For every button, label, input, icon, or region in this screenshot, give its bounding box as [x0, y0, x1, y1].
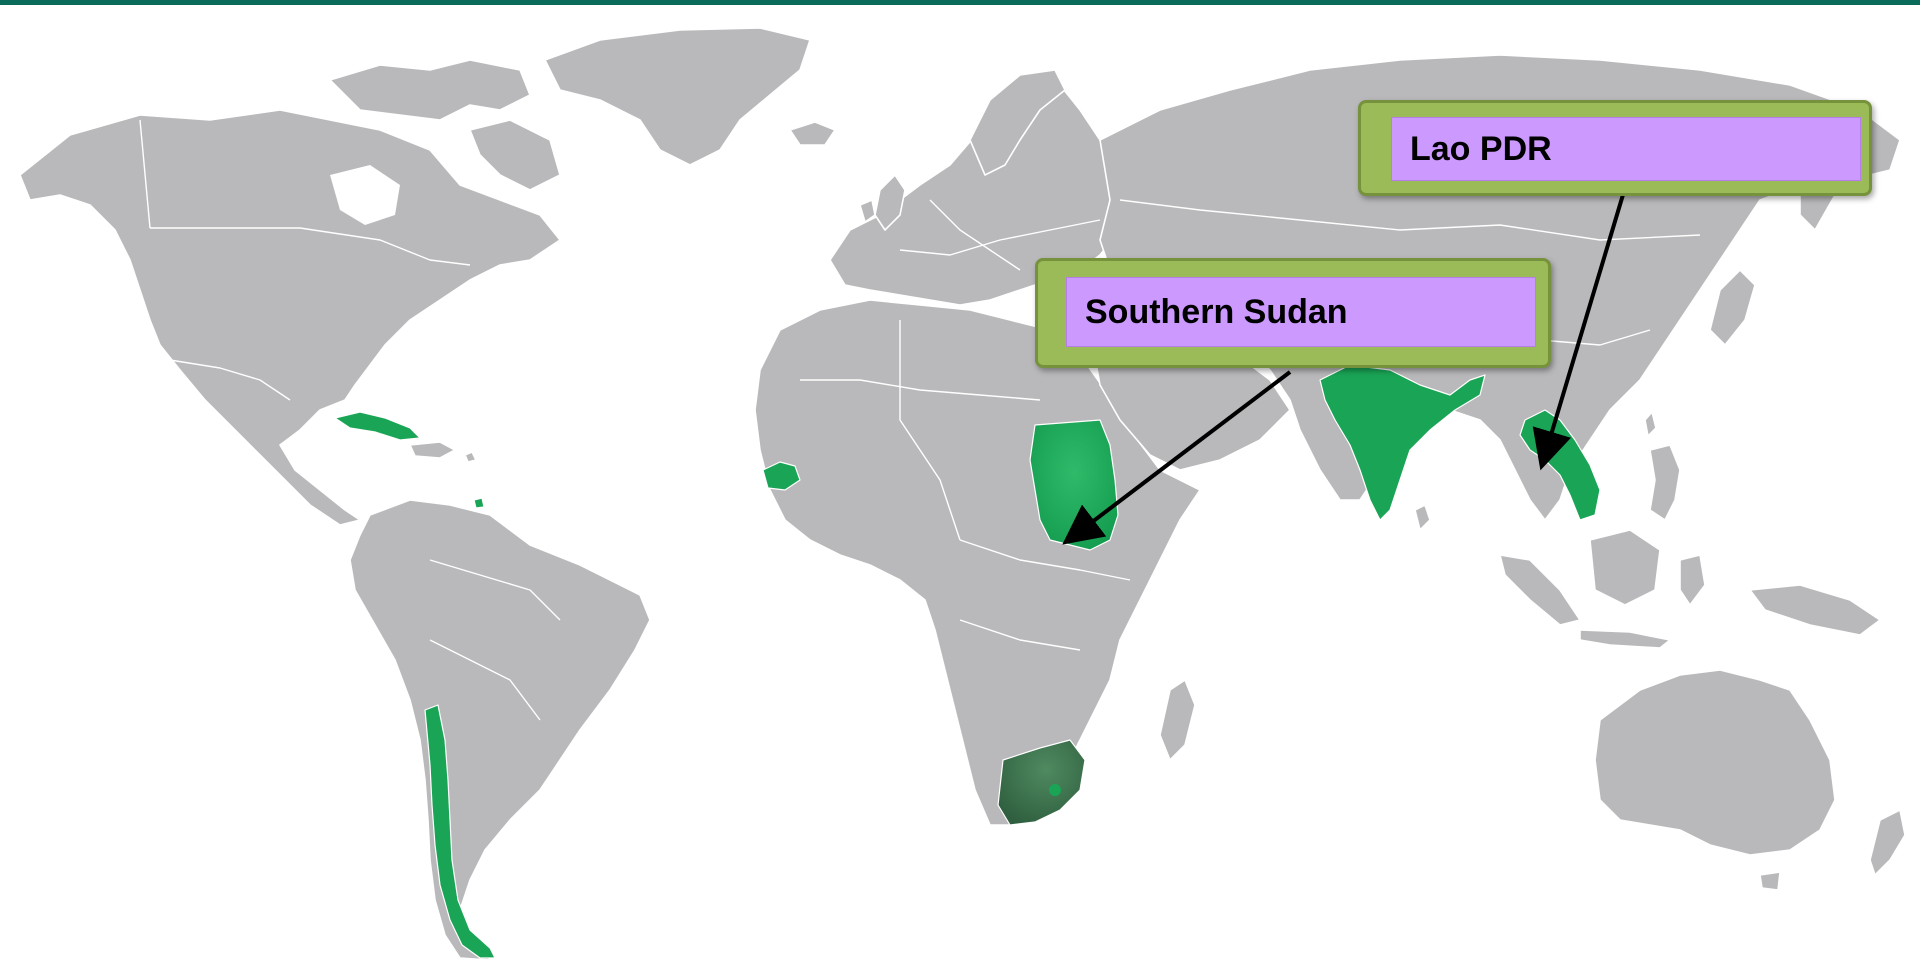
land-iceland [789, 121, 836, 146]
arrow-sudan [1062, 370, 1292, 545]
border-africa-4 [959, 619, 1081, 651]
callout-southern-sudan-label: Southern Sudan [1066, 277, 1536, 347]
highlight-south-africa [997, 739, 1086, 826]
land-taiwan [1644, 411, 1657, 437]
border-south-america-1 [429, 559, 561, 621]
border-alaska [139, 119, 151, 229]
border-us-mexico [169, 359, 291, 401]
highlight-trinidad [473, 497, 485, 509]
callout-lao-pdr-label: Lao PDR [1391, 117, 1861, 181]
land-canadian-arctic [329, 59, 531, 121]
border-africa-1 [800, 379, 1041, 401]
land-new-guinea [1749, 584, 1881, 636]
callout-lao-pdr: Lao PDR [1358, 100, 1872, 196]
land-philippines [1649, 444, 1681, 521]
highlight-chile [424, 704, 496, 959]
border-south-america-2 [429, 639, 541, 721]
land-greenland [544, 27, 811, 166]
border-africa-2 [899, 320, 961, 541]
callout-southern-sudan: Southern Sudan [1035, 258, 1551, 368]
land-madagascar [1159, 679, 1196, 761]
header-bar [0, 0, 1920, 5]
highlight-cuba [334, 411, 421, 441]
land-scandinavia [969, 69, 1066, 176]
land-australia [1594, 669, 1836, 856]
land-java [1579, 629, 1671, 649]
land-new-zealand [1869, 809, 1906, 876]
border-africa-3 [959, 539, 1131, 581]
land-north-america [19, 109, 561, 526]
land-south-america [349, 499, 651, 961]
land-caribbean-islands [464, 451, 477, 463]
land-sri-lanka [1414, 504, 1431, 531]
border-europe-1 [929, 199, 1021, 271]
highlight-lesotho [1049, 784, 1061, 796]
land-japan [1709, 269, 1756, 346]
land-sulawesi [1679, 554, 1706, 606]
land-baffin [469, 119, 561, 191]
arrow-lao [1532, 187, 1627, 471]
border-us-canada [150, 227, 471, 266]
land-ireland [859, 199, 876, 223]
land-sumatra [1499, 554, 1581, 626]
land-borneo [1589, 529, 1661, 606]
highlight-india [1319, 364, 1486, 521]
highlight-senegal [762, 461, 801, 491]
border-russia [1119, 199, 1701, 241]
border-europe-2 [899, 219, 1101, 256]
land-hispaniola [409, 441, 456, 459]
land-tasmania [1759, 871, 1781, 891]
